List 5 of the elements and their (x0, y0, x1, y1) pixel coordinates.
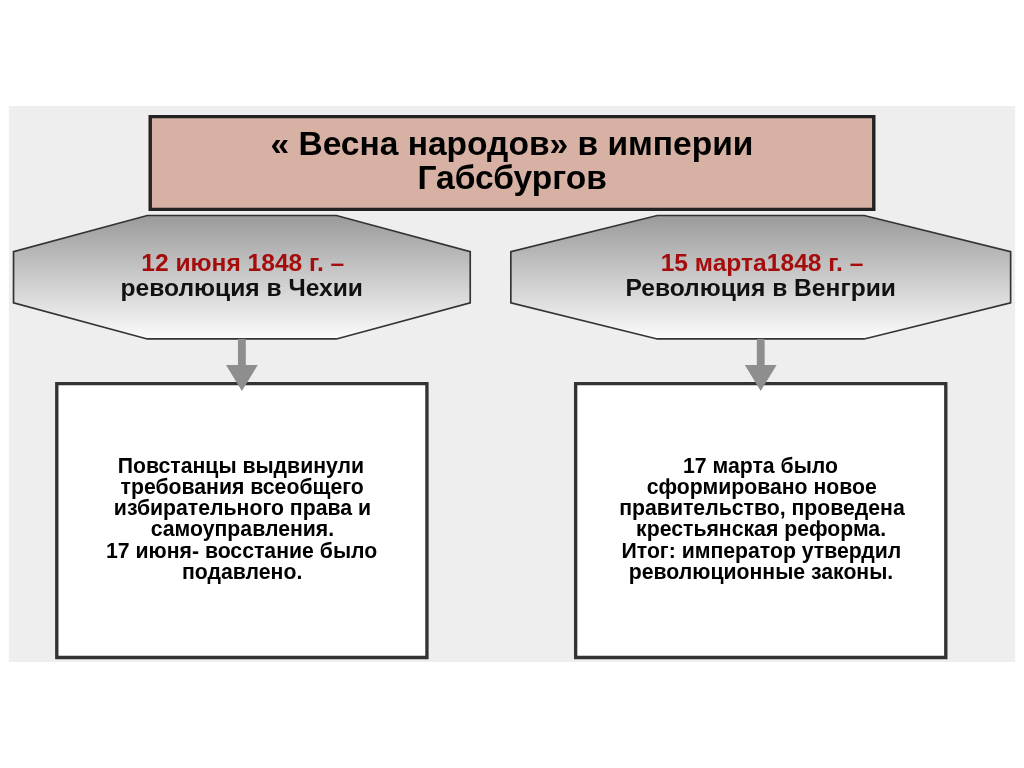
arrow (226, 338, 258, 391)
arrow (744, 338, 777, 391)
node-box: Повстанцы выдвинули требования всеобщего избирательного права и самоуправления. 17 июня- восстание было подавлено. (55, 381, 429, 660)
node-box: 17 марта было сформировано новое правительство, проведена крестьянская реформа. Итог: император утвердил революционные законы. (574, 381, 948, 660)
diagram-title: « Весна народов» в империи Габсбургов (270, 125, 754, 196)
